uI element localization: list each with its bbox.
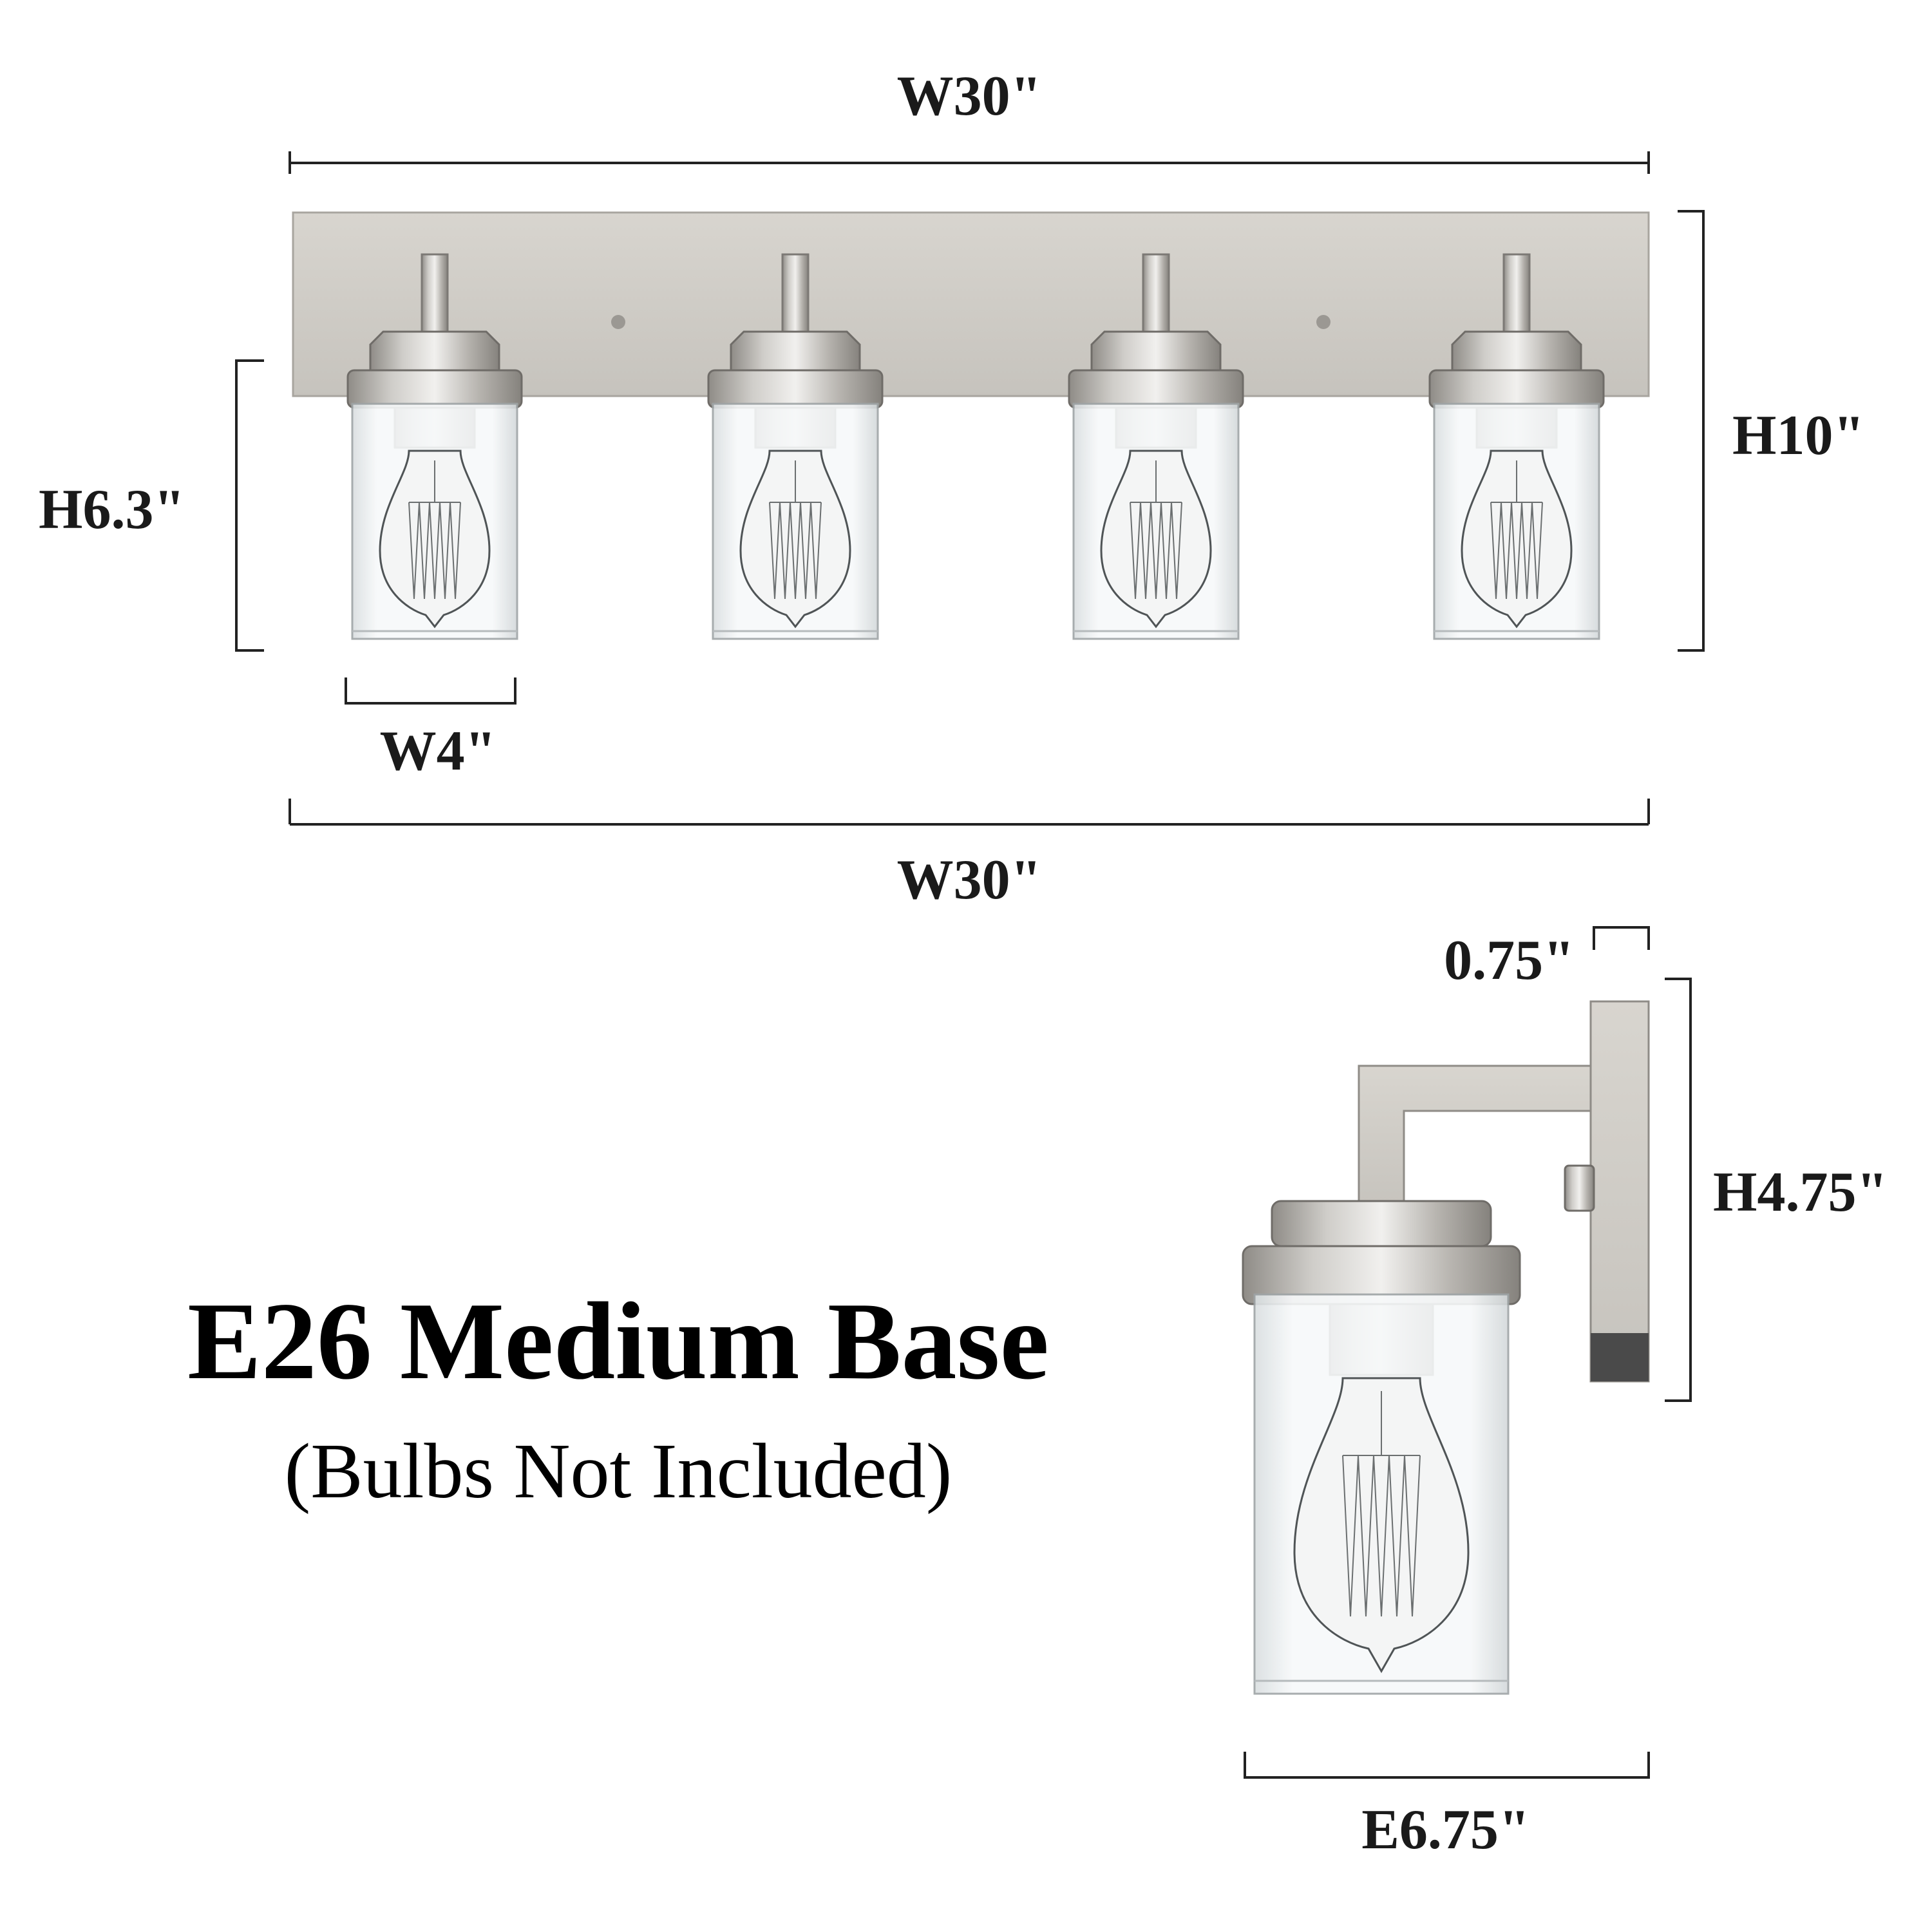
backplate-height-dimension: H4.75" [1665, 978, 1888, 1402]
overall-height-dimension: H10" [1678, 210, 1864, 652]
mounting-screw-left [611, 315, 625, 329]
top-width-dimension: W30" [289, 65, 1650, 174]
side-view-fixture [1242, 1000, 1650, 1695]
backplate-depth-label: 0.75" [1444, 929, 1575, 992]
top-width-label: W30" [897, 65, 1042, 128]
backplate [292, 211, 1650, 397]
headline: E26 Medium Base [187, 1280, 1049, 1403]
shade-width-label: W4" [380, 720, 497, 782]
backplate-depth-dimension: 0.75" [1444, 926, 1650, 992]
backplate-height-label: H4.75" [1713, 1161, 1888, 1224]
overall-height-label: H10" [1732, 404, 1864, 467]
extension-dimension: E6.75" [1244, 1752, 1650, 1861]
shade-width-dimension: W4" [345, 677, 516, 782]
extension-label: E6.75" [1361, 1799, 1530, 1861]
shade-height-dimension: H6.3" [39, 359, 264, 652]
bottom-width-dimension: W30" [289, 799, 1650, 911]
bottom-width-label: W30" [897, 849, 1042, 911]
mounting-screw-right [1316, 315, 1331, 329]
shade-height-label: H6.3" [39, 478, 185, 541]
subline: (Bulbs Not Included) [285, 1428, 952, 1515]
